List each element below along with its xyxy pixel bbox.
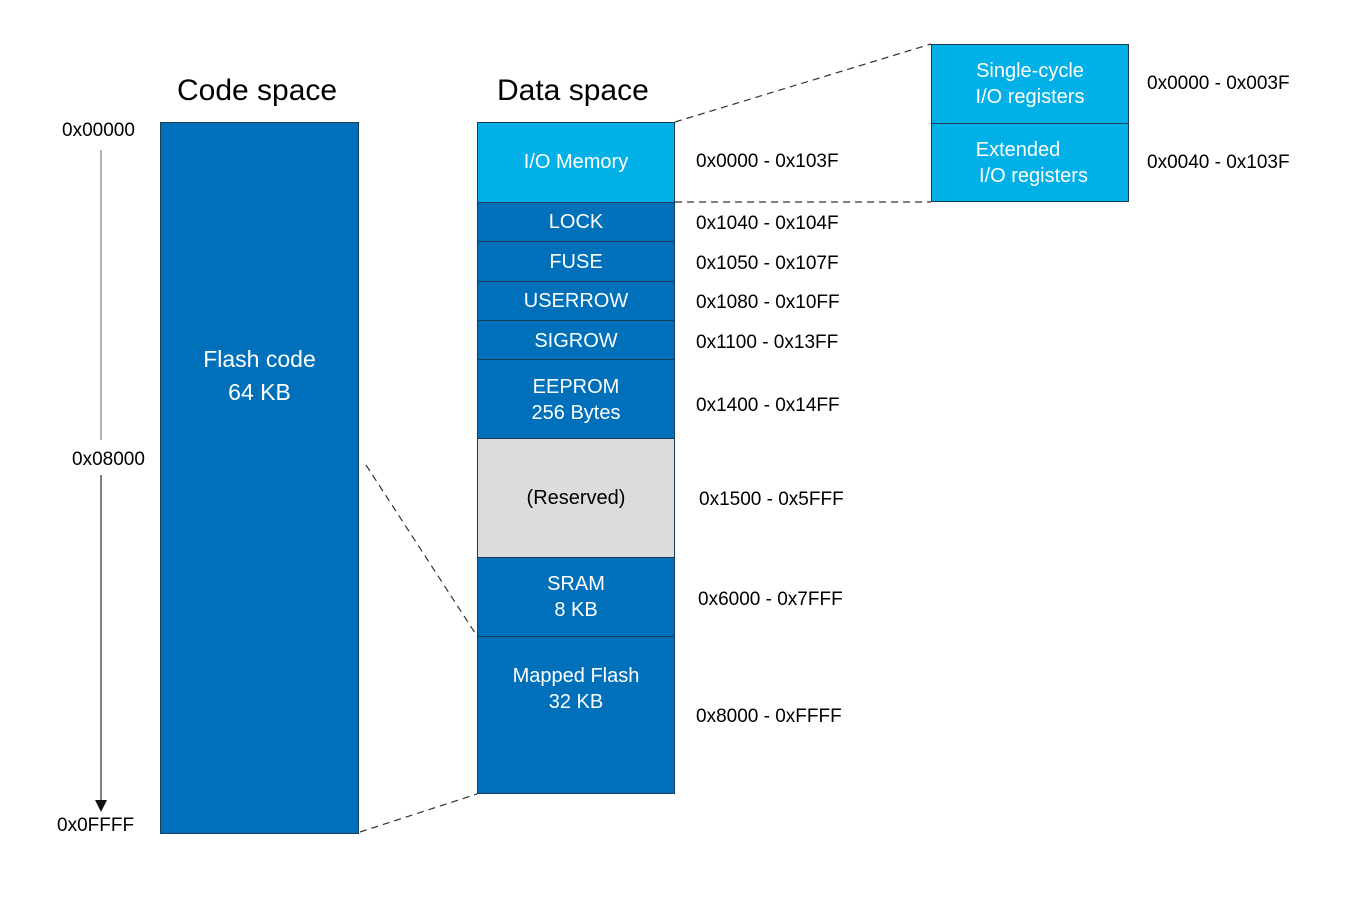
extended-io-range: 0x0040 - 0x103F <box>1147 152 1290 173</box>
extended-io-label: Extended <box>975 138 1061 161</box>
mapped-flash-size: 32 KB <box>548 691 604 713</box>
flash-code-block: Flash code 64 KB <box>160 122 359 834</box>
mapped-flash-projection-bottom <box>359 793 478 833</box>
data-divider <box>477 359 675 360</box>
eeprom-range: 0x1400 - 0x14FF <box>696 395 840 416</box>
reserved-label: (Reserved) <box>526 487 626 509</box>
eeprom-label: EEPROM <box>532 375 620 398</box>
mapped-flash-range: 0x8000 - 0xFFFF <box>696 706 842 727</box>
data-space-title: Data space <box>497 74 649 107</box>
single-cycle-io-label: Single-cycle <box>976 59 1084 82</box>
data-divider <box>477 438 675 439</box>
code-address-end: 0x0FFFF <box>57 815 135 836</box>
sigrow-label: SIGROW <box>534 329 618 352</box>
sram-range: 0x6000 - 0x7FFF <box>698 589 843 610</box>
fuse-range: 0x1050 - 0x107F <box>696 253 839 274</box>
mapped-flash-block: Mapped Flash 32 KB <box>477 636 675 794</box>
sigrow-range: 0x1100 - 0x13FF <box>696 332 839 353</box>
reserved-block: (Reserved) <box>477 439 675 557</box>
sigrow-block: SIGROW <box>477 321 675 360</box>
io-memory-range: 0x0000 - 0x103F <box>696 151 839 172</box>
single-cycle-io-sublabel: I/O registers <box>975 85 1085 108</box>
mapped-flash-projection-top <box>365 464 478 637</box>
eeprom-size: 256 Bytes <box>531 401 621 424</box>
single-cycle-io-range: 0x0000 - 0x003F <box>1147 73 1290 94</box>
data-divider <box>477 202 675 203</box>
data-divider <box>477 557 675 558</box>
lock-range: 0x1040 - 0x104F <box>696 213 839 234</box>
single-cycle-io-block: Single-cycle I/O registers <box>931 44 1129 123</box>
extended-io-block: Extended I/O registers <box>931 123 1129 202</box>
io-zoom-projection-top <box>674 43 932 123</box>
io-detail-divider <box>931 123 1129 124</box>
eeprom-block: EEPROM 256 Bytes <box>477 360 675 439</box>
flash-code-size: 64 KB <box>228 379 291 405</box>
flash-code-label: Flash code <box>203 346 316 372</box>
sram-label: SRAM <box>547 572 605 595</box>
lock-label: LOCK <box>548 211 604 233</box>
data-space-frame <box>477 122 675 794</box>
extended-io-sublabel: I/O registers <box>979 164 1088 187</box>
sram-size: 8 KB <box>554 598 598 621</box>
data-divider <box>477 241 675 242</box>
data-divider <box>477 636 675 637</box>
reserved-range: 0x1500 - 0x5FFF <box>699 489 844 510</box>
code-space-title: Code space <box>177 74 338 107</box>
userrow-range: 0x1080 - 0x10FF <box>696 292 840 313</box>
userrow-label: USERROW <box>523 290 629 312</box>
fuse-label: FUSE <box>549 250 603 273</box>
io-memory-block: I/O Memory <box>477 122 675 202</box>
mapped-flash-label: Mapped Flash <box>512 665 640 687</box>
fuse-block: FUSE <box>477 242 675 281</box>
userrow-block: USERROW <box>477 281 675 321</box>
code-address-start: 0x00000 <box>62 120 135 141</box>
data-divider <box>477 281 675 282</box>
data-divider <box>477 320 675 321</box>
code-address-mid: 0x08000 <box>72 449 145 470</box>
address-axis-arrow <box>95 800 107 812</box>
sram-block: SRAM 8 KB <box>477 557 675 636</box>
io-memory-label: I/O Memory <box>523 151 629 173</box>
lock-block: LOCK <box>477 202 675 242</box>
